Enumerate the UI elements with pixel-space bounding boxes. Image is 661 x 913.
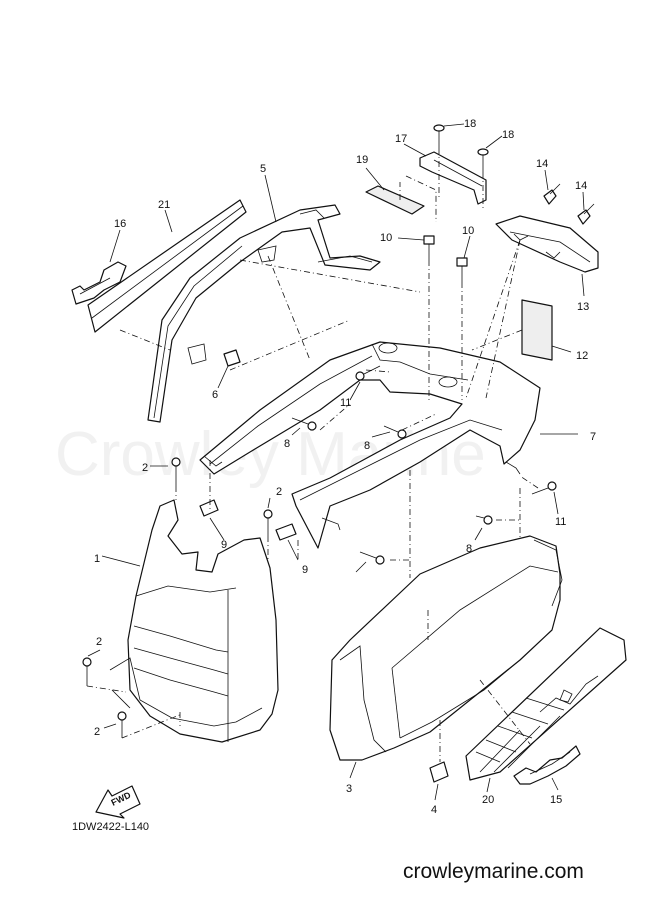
callout-9: 9: [302, 564, 308, 576]
callout-1: 1: [94, 553, 100, 565]
callout-3: 3: [346, 783, 352, 795]
callout-12: 12: [576, 350, 588, 362]
assembly-lines: [86, 148, 539, 762]
part-2-screw-a[interactable]: [171, 457, 181, 486]
callout-17: 17: [395, 133, 407, 145]
callout-18: 18: [464, 118, 476, 130]
callout-8: 8: [364, 440, 370, 452]
callout-5: 5: [260, 163, 266, 175]
part-9-clip-a[interactable]: [199, 499, 219, 517]
callout-14: 14: [575, 180, 587, 192]
part-13-rear-cover[interactable]: [495, 215, 599, 273]
callout-20: 20: [482, 794, 494, 806]
part-10-bolt-a[interactable]: [423, 235, 435, 260]
part-11-screw-b[interactable]: [531, 481, 557, 495]
callout-2: 2: [96, 636, 102, 648]
part-17-bracket[interactable]: [419, 151, 487, 205]
part-8-screw-d[interactable]: [359, 551, 385, 565]
part-4-clip[interactable]: [429, 761, 449, 783]
callout-4: 4: [431, 804, 437, 816]
leader-lines: [87, 123, 585, 801]
callout-labels: 1 2 2 2 2 3 4 5 6 7 8 8 8 9 9 10 10 11 1…: [94, 118, 596, 816]
callout-7: 7: [590, 431, 596, 443]
part-6-clip[interactable]: [223, 349, 241, 367]
part-5-side-rail[interactable]: [147, 204, 381, 423]
callout-2: 2: [276, 486, 282, 498]
part-11-screw-a[interactable]: [355, 365, 381, 381]
callout-8: 8: [466, 543, 472, 555]
callout-6: 6: [212, 389, 218, 401]
callout-2: 2: [94, 726, 100, 738]
callout-19: 19: [356, 154, 368, 166]
callout-13: 13: [577, 301, 589, 313]
callout-11: 11: [340, 397, 351, 409]
callout-2: 2: [142, 462, 148, 474]
part-9-clip-b[interactable]: [275, 523, 297, 541]
part-7-upper-frame[interactable]: [199, 341, 541, 549]
part-3-side-cover[interactable]: [329, 535, 563, 761]
part-21-decal[interactable]: [87, 199, 247, 333]
part-14-fastener-a[interactable]: [543, 183, 561, 205]
part-8-screw-a[interactable]: [291, 417, 317, 431]
part-14-fastener-b[interactable]: [577, 203, 595, 225]
part-2-screw-c[interactable]: [82, 657, 92, 686]
part-10-bolt-b[interactable]: [456, 257, 468, 282]
callout-8: 8: [284, 438, 290, 450]
part-12-plate[interactable]: [521, 299, 553, 361]
drawing-code: 1DW2422-L140: [72, 821, 149, 833]
part-15-badge[interactable]: [513, 745, 581, 785]
part-18-screw-b[interactable]: [477, 148, 489, 172]
callout-10: 10: [462, 225, 474, 237]
callout-9: 9: [221, 539, 227, 551]
part-1-front-cover[interactable]: [109, 499, 279, 743]
part-20-decal[interactable]: [465, 627, 627, 781]
part-16-emblem[interactable]: [71, 261, 127, 305]
callout-18: 18: [502, 129, 514, 141]
callout-11: 11: [555, 516, 566, 528]
part-2-screw-b[interactable]: [263, 509, 273, 536]
callout-21: 21: [158, 199, 170, 211]
fwd-arrow: FWD: [95, 785, 141, 819]
callout-15: 15: [550, 794, 562, 806]
part-19-strip[interactable]: [365, 185, 425, 215]
part-8-screw-c[interactable]: [475, 515, 493, 525]
callout-14: 14: [536, 158, 548, 170]
website-footer: crowleymarine.com: [403, 860, 584, 883]
callout-10: 10: [380, 232, 392, 244]
part-18-screw-a[interactable]: [433, 124, 445, 148]
callout-16: 16: [114, 218, 126, 230]
part-2-screw-d[interactable]: [117, 711, 127, 738]
